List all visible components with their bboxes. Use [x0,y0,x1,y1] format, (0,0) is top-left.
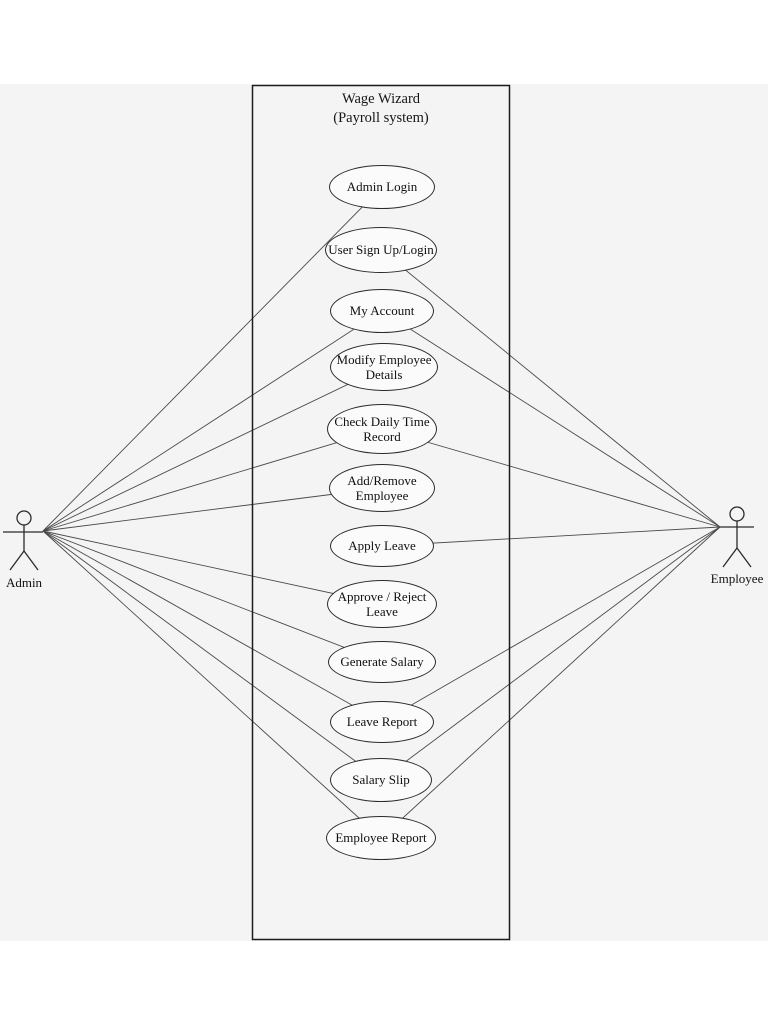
use-case-approve-reject-leave: Approve / Reject Leave [327,580,437,628]
use-case-leave-report: Leave Report [330,701,434,743]
association-line-employee-apply-leave [381,526,721,547]
actor-admin: Admin [3,510,43,590]
use-case-add-remove-employee: Add/Remove Employee [329,464,435,512]
association-line-admin-salary-slip [42,530,382,781]
use-case-label: Modify Employee Details [336,351,432,382]
employee-actor-label: Employee [711,571,764,586]
use-case-label: Apply Leave [348,538,416,554]
association-line-admin-generate-salary [42,530,383,663]
association-line-admin-my-account [42,310,383,532]
use-case-modify-employee-details: Modify Employee Details [330,343,438,391]
association-line-admin-add-remove-employee [42,487,383,532]
use-case-label: My Account [349,303,415,319]
use-case-label: Check Daily Time Record [334,413,430,444]
use-case-label: User Sign Up/Login [328,242,434,258]
use-case-label: Admin Login [346,179,418,195]
system-title-line2: (Payroll system) [333,109,429,126]
use-case-label: Approve / Reject Leave [337,588,427,619]
association-line-admin-check-daily-time-record [42,428,383,532]
use-case-user-signup-login: User Sign Up/Login [325,227,437,273]
use-case-employee-report: Employee Report [326,816,436,860]
use-case-my-account: My Account [330,289,434,333]
admin-actor-left-leg [9,550,25,571]
association-line-employee-my-account [381,310,721,528]
association-lines [42,186,721,839]
system-title: Wage Wizard (Payroll system) [252,90,510,128]
association-line-employee-salary-slip [380,526,721,781]
employee-actor-head [729,506,745,522]
admin-actor-label: Admin [6,575,43,590]
association-line-employee-employee-report [380,526,721,839]
employee-actor-left-leg [722,547,738,568]
use-case-generate-salary: Generate Salary [328,641,436,683]
association-line-employee-check-daily-time-record [381,428,721,528]
use-case-label: Salary Slip [352,772,410,788]
association-line-admin-employee-report [42,530,382,839]
use-case-admin-login: Admin Login [329,165,435,209]
association-line-admin-leave-report [42,530,383,723]
use-case-check-daily-time-record: Check Daily Time Record [327,404,437,454]
system-boundary [251,84,511,941]
association-line-employee-user-signup-login [380,249,721,528]
association-line-admin-modify-employee-details [42,366,385,532]
association-line-admin-approve-reject-leave [42,530,383,605]
admin-actor-head [16,510,32,526]
system-title-line1: Wage Wizard [341,91,421,107]
actor-employee: Employee [711,506,764,586]
use-case-label: Add/Remove Employee [347,472,417,503]
use-case-label: Leave Report [346,714,418,730]
use-case-salary-slip: Salary Slip [330,758,432,802]
admin-actor-right-leg [23,550,39,571]
use-case-apply-leave: Apply Leave [330,525,434,567]
association-line-employee-leave-report [381,526,721,723]
use-case-label: Employee Report [335,830,427,846]
use-case-label: Generate Salary [340,654,424,670]
employee-actor-right-leg [736,547,752,568]
